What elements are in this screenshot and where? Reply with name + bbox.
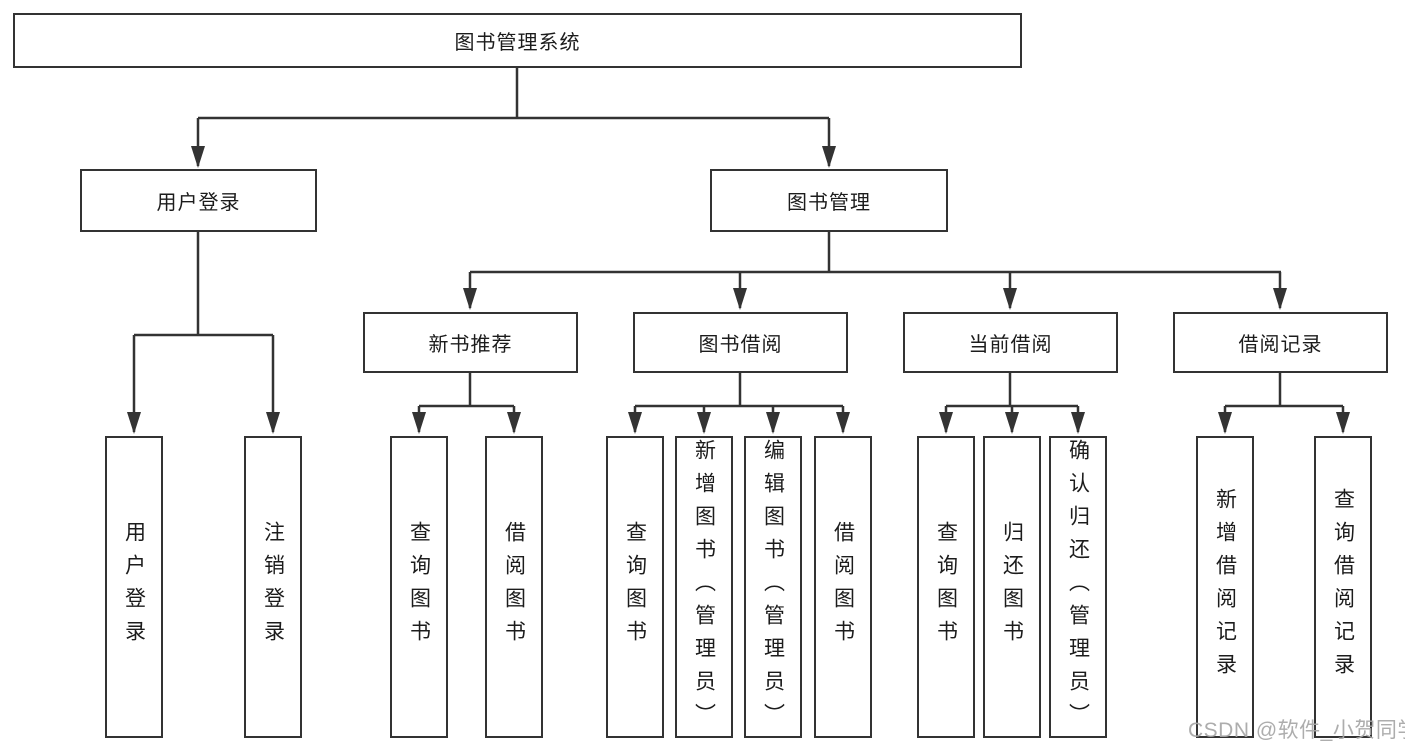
- node-borrow-records: 借阅记录: [1173, 312, 1388, 373]
- leaf-borrow-books: 借阅图书: [814, 436, 872, 738]
- node-current-borrow: 当前借阅: [903, 312, 1118, 373]
- leaf-add-borrow-record: 新增借阅记录: [1196, 436, 1254, 738]
- rail-borrow-records: [1225, 373, 1343, 408]
- leaf-confirm-return-admin-label: 确认归还（管理员）: [1066, 438, 1090, 736]
- leaf-query-books-recommend-label: 查询图书: [407, 521, 431, 653]
- leaf-confirm-return-admin: 确认归还（管理员）: [1049, 436, 1107, 738]
- rail-current-borrow: [946, 373, 1078, 408]
- node-root-label: 图书管理系统: [454, 32, 581, 54]
- leaf-edit-book-admin: 编辑图书（管理员）: [744, 436, 802, 738]
- leaf-borrow-books-label: 借阅图书: [831, 521, 855, 653]
- rail-book-management: [470, 232, 1281, 274]
- leaf-query-books-borrow: 查询图书: [606, 436, 664, 738]
- leaf-return-book: 归还图书: [983, 436, 1041, 738]
- node-book-management-label: 图书管理: [787, 192, 871, 214]
- leaf-user-login-label: 用户登录: [122, 521, 146, 653]
- leaf-edit-book-admin-label: 编辑图书（管理员）: [761, 438, 785, 736]
- leaf-return-book-label: 归还图书: [1000, 521, 1024, 653]
- node-new-book-recommend: 新书推荐: [363, 312, 578, 373]
- leaf-query-books-recommend: 查询图书: [390, 436, 448, 738]
- rail-book-borrow: [635, 373, 843, 408]
- watermark: CSDN @软件_小贺同学: [1188, 719, 1405, 742]
- rail-root: [198, 68, 829, 120]
- leaf-query-borrow-record-label: 查询借阅记录: [1331, 488, 1355, 686]
- node-new-book-recommend-label: 新书推荐: [428, 334, 513, 356]
- rail-user-login: [134, 232, 273, 337]
- leaf-borrow-books-recommend: 借阅图书: [485, 436, 543, 738]
- leaf-query-books-current-label: 查询图书: [934, 521, 958, 653]
- leaf-query-books-borrow-label: 查询图书: [623, 521, 647, 653]
- node-book-borrow: 图书借阅: [633, 312, 848, 373]
- rail-new-book: [419, 373, 514, 408]
- leaf-add-book-admin: 新增图书（管理员）: [675, 436, 733, 738]
- leaf-borrow-books-recommend-label: 借阅图书: [502, 521, 526, 653]
- node-current-borrow-label: 当前借阅: [968, 334, 1053, 356]
- leaf-query-borrow-record: 查询借阅记录: [1314, 436, 1372, 738]
- leaf-user-login: 用户登录: [105, 436, 163, 738]
- node-user-login: 用户登录: [80, 169, 317, 232]
- node-root: 图书管理系统: [13, 13, 1022, 68]
- leaf-add-book-admin-label: 新增图书（管理员）: [692, 438, 716, 736]
- leaf-logout: 注销登录: [244, 436, 302, 738]
- node-borrow-records-label: 借阅记录: [1238, 334, 1323, 356]
- node-book-borrow-label: 图书借阅: [698, 334, 783, 356]
- leaf-logout-label: 注销登录: [261, 521, 285, 653]
- leaf-add-borrow-record-label: 新增借阅记录: [1213, 488, 1237, 686]
- leaf-query-books-current: 查询图书: [917, 436, 975, 738]
- node-user-login-label: 用户登录: [156, 192, 241, 214]
- node-book-management: 图书管理: [710, 169, 948, 232]
